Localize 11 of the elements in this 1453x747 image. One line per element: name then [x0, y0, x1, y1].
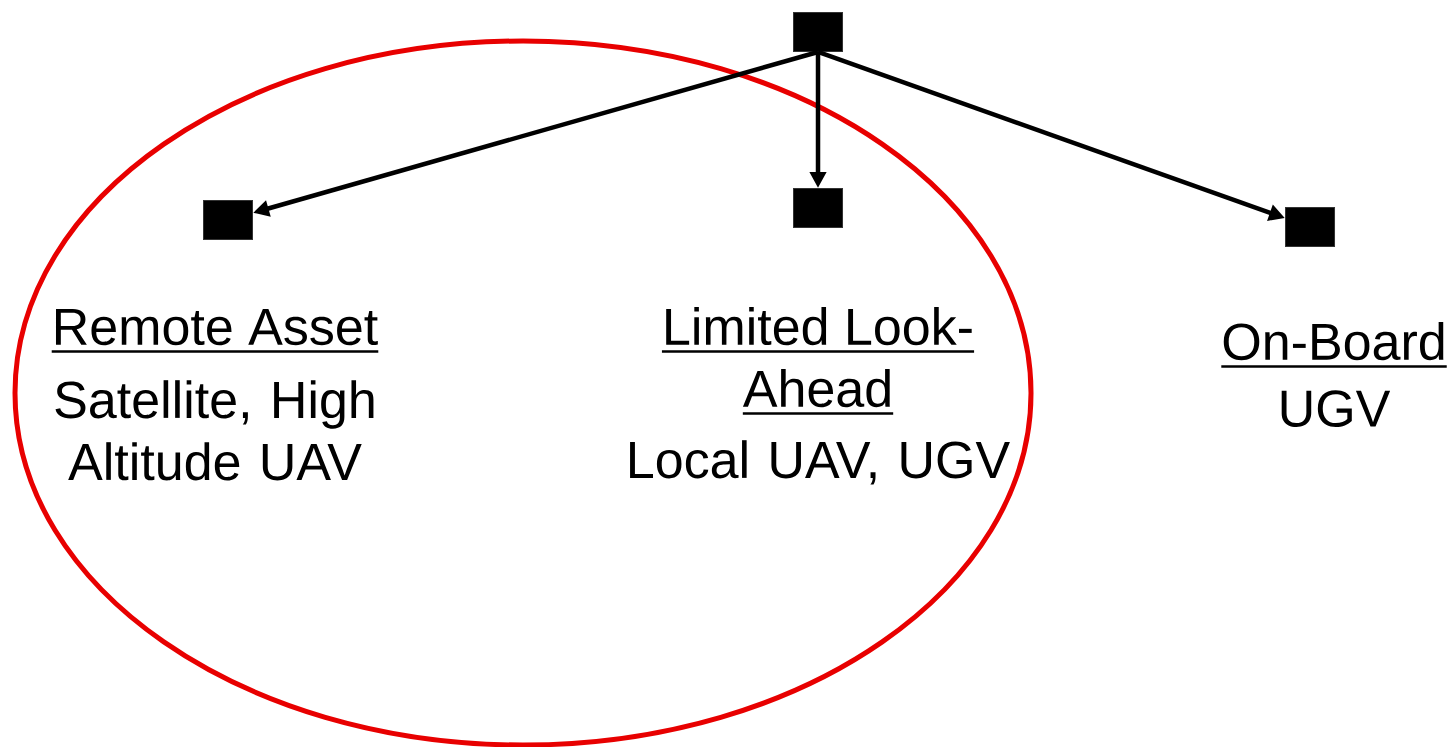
square-node — [1285, 207, 1335, 247]
section-heading: On-Board — [1221, 322, 1447, 368]
description-text: Satellite, High Altitude UAV — [55, 380, 374, 481]
square-node — [793, 188, 843, 228]
section-heading: Limited Look-Ahead — [661, 307, 975, 415]
square-node — [203, 200, 253, 240]
section-heading: Remote Asset — [51, 308, 379, 353]
square-node — [793, 12, 843, 52]
description-text: UGV — [1281, 390, 1391, 427]
description-text: Local UAV, UGV — [630, 440, 1010, 485]
ellipse-outline — [12, 38, 1034, 747]
